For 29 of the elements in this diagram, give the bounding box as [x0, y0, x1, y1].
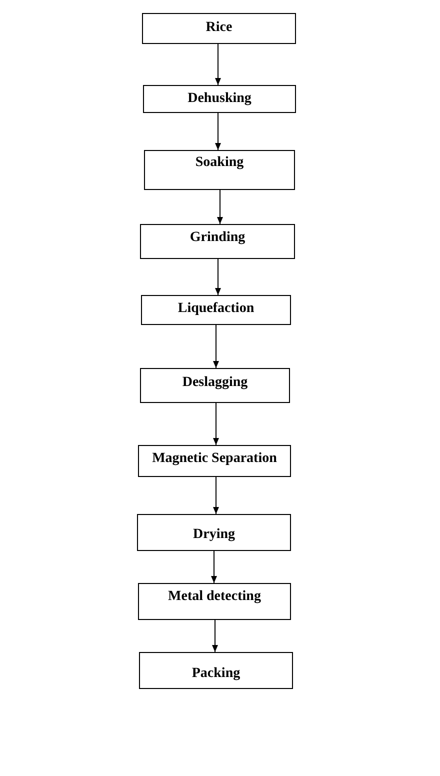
process-box: [141, 295, 291, 325]
process-box: [139, 652, 293, 689]
arrow: [217, 190, 223, 224]
step-label: Magnetic Separation: [152, 451, 277, 467]
process-box: [137, 514, 291, 551]
step-label: Rice: [206, 20, 232, 36]
step-label: Deslagging: [182, 375, 248, 391]
step-label: Liquefaction: [178, 301, 254, 317]
step-label: Metal detecting: [168, 589, 261, 605]
step-label: Packing: [192, 666, 240, 682]
arrow: [215, 44, 221, 86]
arrow: [213, 402, 219, 446]
process-box: [140, 224, 295, 259]
step-label: Grinding: [190, 230, 246, 246]
process-box: [142, 13, 296, 44]
arrow: [212, 620, 218, 652]
process-box: [138, 583, 291, 620]
arrow: [213, 476, 219, 514]
process-box: [144, 150, 295, 190]
process-box: [143, 85, 296, 113]
step-label: Dehusking: [188, 91, 252, 107]
step-label: Soaking: [195, 155, 244, 171]
arrow: [215, 258, 221, 296]
arrow: [215, 112, 221, 150]
arrow: [211, 550, 217, 584]
arrow: [213, 324, 219, 368]
process-box: [138, 445, 291, 477]
step-label: Drying: [193, 527, 235, 543]
process-box: [140, 368, 290, 403]
